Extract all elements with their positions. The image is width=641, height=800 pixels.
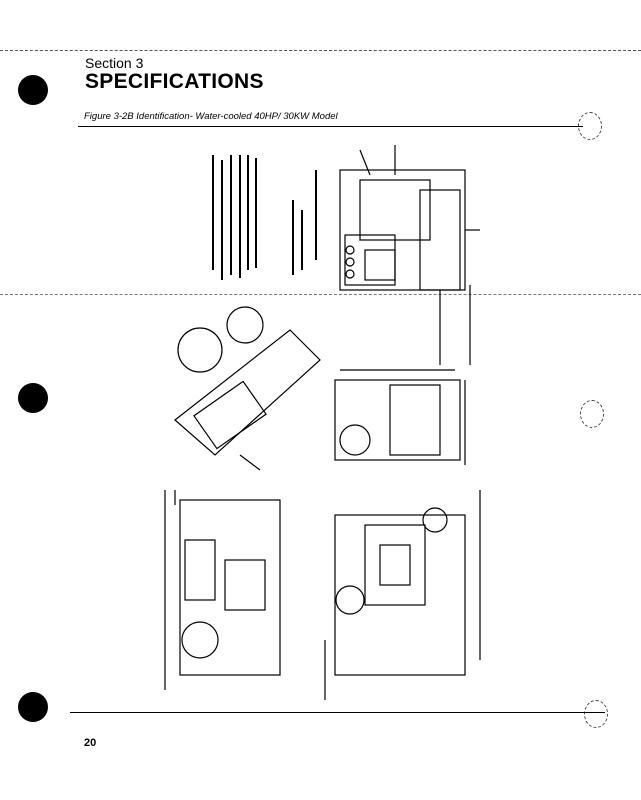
punch-outline-bottom [584,700,608,728]
footer-rule [70,712,605,713]
scan-edge-line [0,50,641,51]
binder-hole-middle [18,383,48,413]
binder-hole-bottom [18,692,48,722]
caption-rule [78,126,583,127]
punch-outline-middle [580,400,604,428]
engine-view-middle-right [334,369,466,465]
binder-hole-top [18,75,48,105]
figure-caption: Figure 3-2B Identification- Water-cooled… [84,111,338,122]
engine-view-top-right [339,145,480,365]
page-number: 20 [84,737,97,749]
engine-view-isometric [174,306,321,471]
scan-fold-line [0,294,641,295]
section-label: Section 3 [85,55,144,71]
page-title: SPECIFICATIONS [85,70,264,93]
engine-view-bottom-left [164,490,281,690]
notes-block [212,155,317,280]
engine-view-bottom-right [324,490,481,700]
